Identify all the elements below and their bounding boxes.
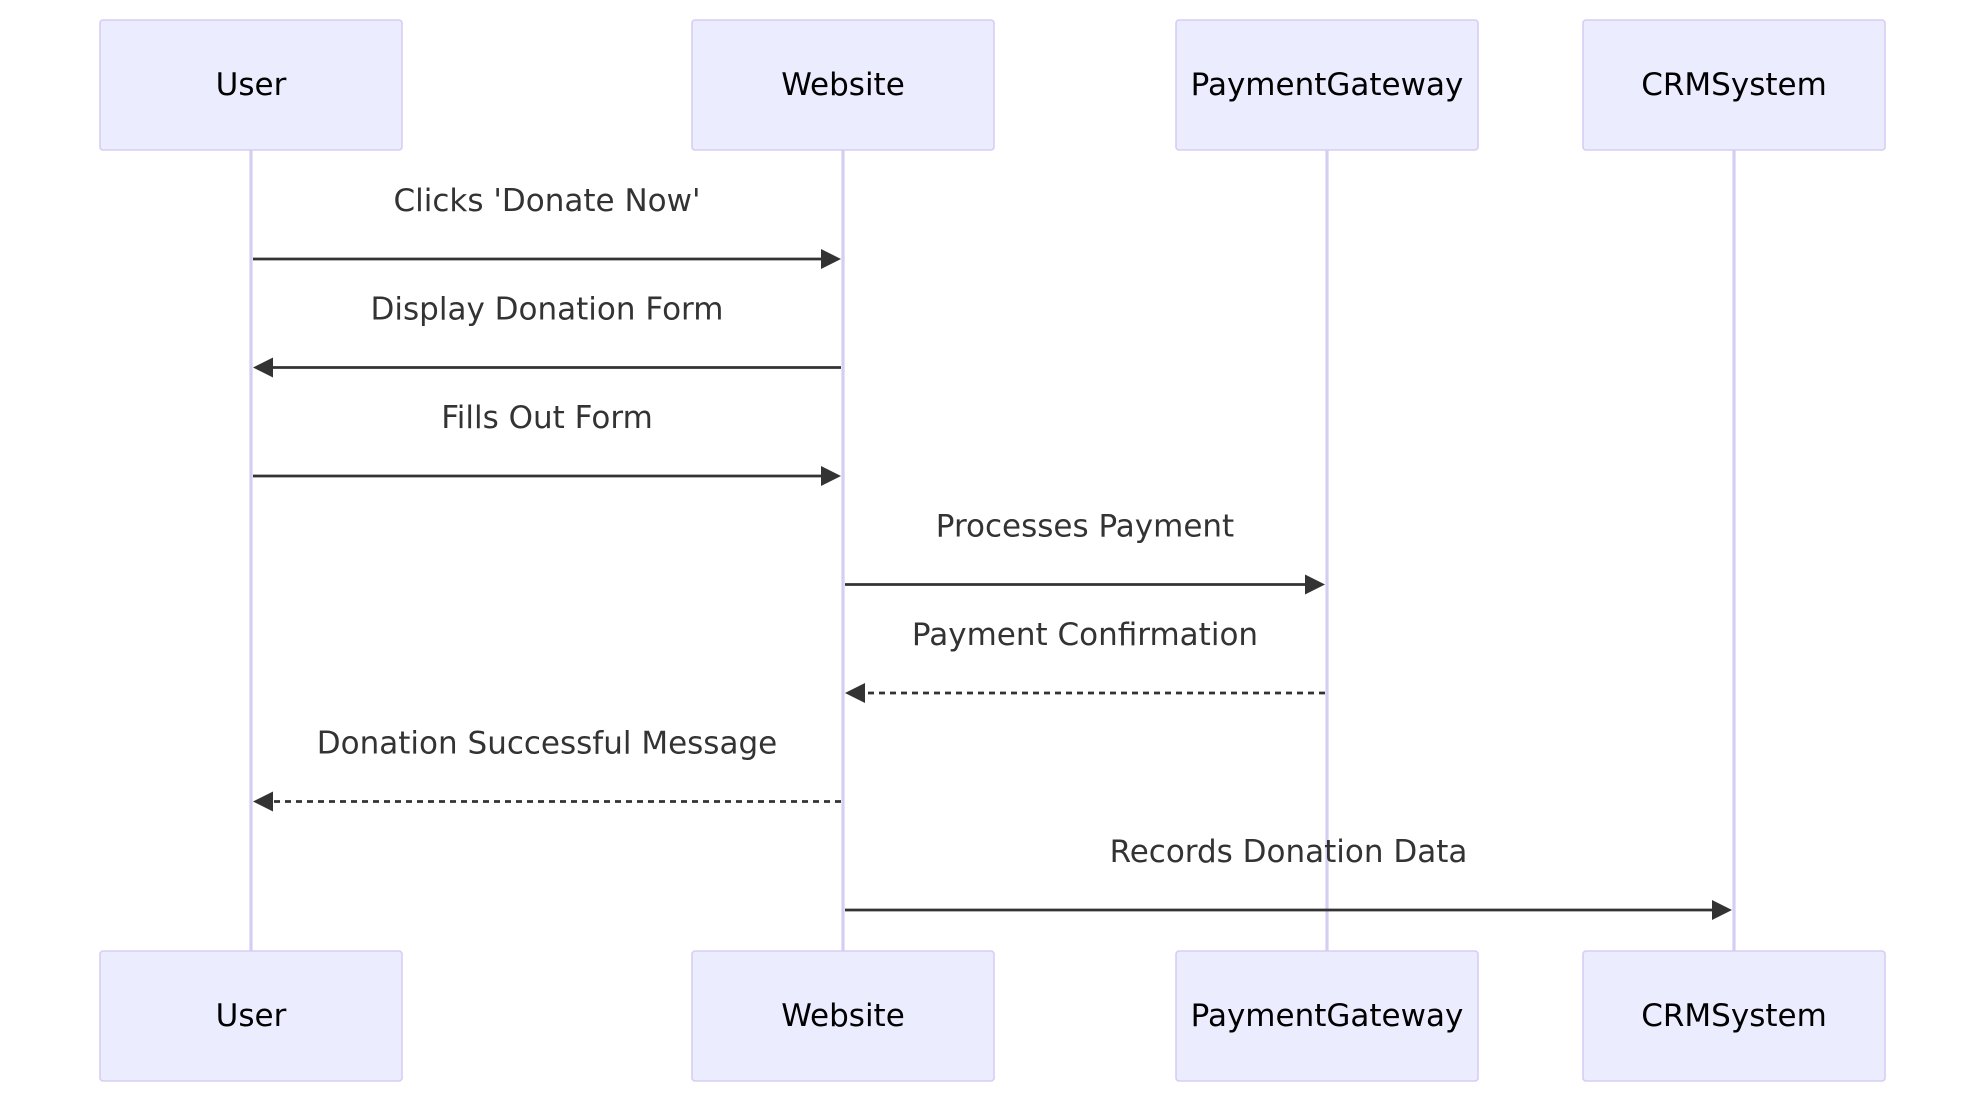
participant-user-top: User (99, 19, 403, 151)
lifelines (249, 150, 1736, 951)
message-1: Clicks 'Donate Now' (253, 183, 841, 269)
arrowhead-icon (845, 683, 865, 703)
arrowhead-icon (253, 791, 273, 812)
participant-box (691, 19, 995, 151)
message-2: Display Donation Form (253, 292, 841, 378)
message-3: Fills Out Form (253, 400, 841, 486)
participant-gateway-bottom: PaymentGateway (1175, 950, 1479, 1082)
participant-label: User (216, 998, 287, 1034)
participant-box (1175, 950, 1479, 1082)
participant-box (1582, 19, 1886, 151)
participant-label: PaymentGateway (1191, 67, 1464, 103)
arrowhead-icon (1712, 900, 1732, 920)
message-label: Processes Payment (936, 509, 1234, 545)
participant-user-bottom: User (99, 950, 403, 1082)
message-4: Processes Payment (845, 509, 1325, 595)
message-7: Records Donation Data (845, 834, 1732, 920)
arrowhead-icon (821, 466, 841, 486)
participant-box (1582, 950, 1886, 1082)
participant-label: CRMSystem (1641, 67, 1827, 103)
participant-label: Website (781, 67, 905, 103)
message-label: Records Donation Data (1110, 834, 1468, 870)
message-label: Fills Out Form (441, 400, 653, 436)
message-6: Donation Successful Message (253, 726, 841, 812)
participant-gateway-top: PaymentGateway (1175, 19, 1479, 151)
participant-label: Website (781, 998, 905, 1034)
participant-box (99, 950, 403, 1082)
messages: Clicks 'Donate Now' Display Donation Form… (253, 183, 1732, 920)
actors-bottom: User Website PaymentGateway CRMSystem (99, 950, 1886, 1082)
actors-top: User Website PaymentGateway CRMSystem (99, 19, 1886, 151)
message-label: Display Donation Form (371, 292, 724, 328)
participant-website-top: Website (691, 19, 995, 151)
participant-box (99, 19, 403, 151)
arrowhead-icon (821, 249, 841, 269)
message-label: Donation Successful Message (317, 726, 777, 762)
participant-crm-bottom: CRMSystem (1582, 950, 1886, 1082)
participant-label: User (216, 67, 287, 103)
message-label: Payment Confirmation (912, 617, 1258, 653)
message-5: Payment Confirmation (845, 617, 1325, 703)
arrowhead-icon (253, 357, 273, 378)
arrowhead-icon (1305, 574, 1325, 595)
participant-website-bottom: Website (691, 950, 995, 1082)
message-label: Clicks 'Donate Now' (394, 183, 701, 219)
participant-box (1175, 19, 1479, 151)
participant-crm-top: CRMSystem (1582, 19, 1886, 151)
participant-label: PaymentGateway (1191, 998, 1464, 1034)
participant-label: CRMSystem (1641, 998, 1827, 1034)
participant-box (691, 950, 995, 1082)
